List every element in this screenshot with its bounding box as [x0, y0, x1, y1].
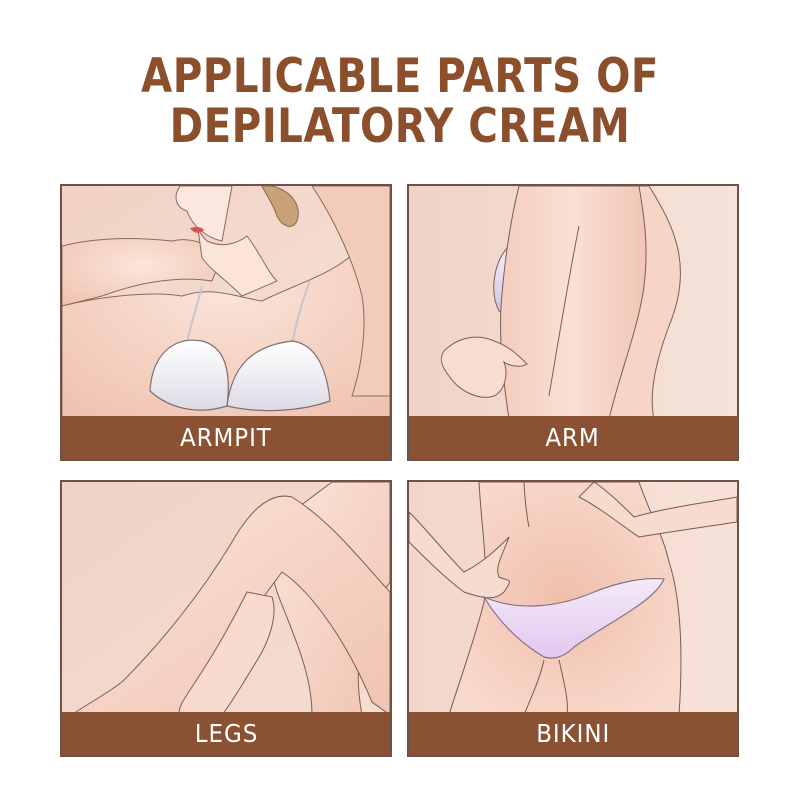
armpit-illustration	[62, 186, 390, 419]
label-arm: ARM	[545, 423, 601, 452]
label-bar-arm: ARM	[409, 416, 737, 459]
panel-armpit: ARMPIT	[60, 184, 392, 461]
page-title: APPLICABLE PARTS OF DEPILATORY CREAM	[0, 52, 800, 152]
title-line-2: DEPILATORY CREAM	[169, 99, 631, 154]
title-line-1: APPLICABLE PARTS OF	[141, 49, 659, 104]
label-legs: LEGS	[194, 719, 258, 748]
label-bikini: BIKINI	[536, 719, 610, 748]
arm-illustration	[409, 186, 737, 419]
label-bar-armpit: ARMPIT	[62, 416, 390, 459]
label-bar-bikini: BIKINI	[409, 712, 737, 755]
label-bar-legs: LEGS	[62, 712, 390, 755]
panel-bikini: BIKINI	[407, 480, 739, 757]
panel-arm: ARM	[407, 184, 739, 461]
legs-illustration	[62, 482, 390, 715]
label-armpit: ARMPIT	[180, 423, 272, 452]
bikini-illustration	[409, 482, 737, 715]
panel-legs: LEGS	[60, 480, 392, 757]
